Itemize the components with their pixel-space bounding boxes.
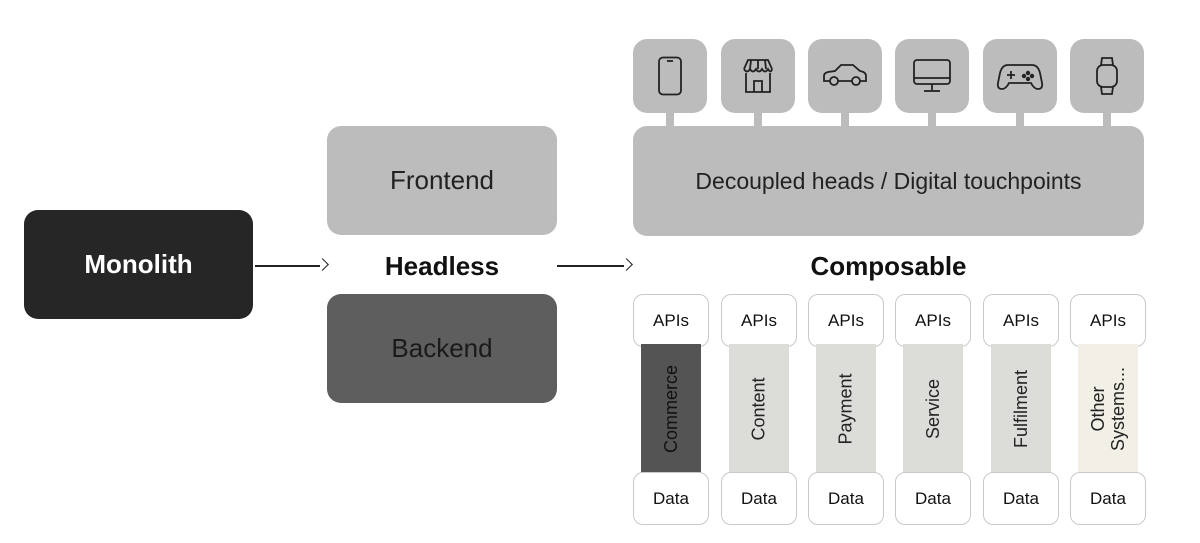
backend-box: Backend [327, 294, 557, 403]
apis-label: APIs [653, 310, 689, 330]
storefront-icon [721, 39, 795, 113]
apis-label: APIs [828, 310, 864, 330]
decoupled-heads-bar: Decoupled heads / Digital touchpoints [633, 126, 1144, 236]
composable-label: Composable [810, 251, 967, 281]
data-label: Data [1003, 488, 1039, 508]
service-pillar-content: Content [729, 344, 789, 474]
device-connector [754, 112, 762, 128]
arrow-to-headless [255, 258, 329, 273]
service-pillar-commerce: Commerce [641, 344, 701, 474]
smartwatch-icon [1070, 39, 1144, 113]
data-box: Data [895, 472, 971, 525]
device-connector [1103, 112, 1111, 128]
phone-icon [633, 39, 707, 113]
data-label: Data [828, 488, 864, 508]
service-pillar-fulfilment: Fulfilment [991, 344, 1051, 474]
data-label: Data [653, 488, 689, 508]
apis-box: APIs [1070, 294, 1146, 347]
service-pillar-payment: Payment [816, 344, 876, 474]
apis-box: APIs [633, 294, 709, 347]
data-label: Data [1090, 488, 1126, 508]
frontend-label: Frontend [389, 165, 495, 195]
backend-label: Backend [391, 333, 493, 363]
apis-box: APIs [721, 294, 797, 347]
decoupled-heads-label: Decoupled heads / Digital touchpoints [695, 167, 1082, 194]
monolith-box: Monolith [24, 210, 253, 319]
device-connector [928, 112, 936, 128]
headless-label: Headless [384, 251, 500, 281]
data-box: Data [808, 472, 884, 525]
data-label: Data [915, 488, 951, 508]
service-label: Content [749, 377, 770, 441]
device-connector [1016, 112, 1024, 128]
apis-box: APIs [895, 294, 971, 347]
data-box: Data [721, 472, 797, 525]
service-pillar-service: Service [903, 344, 963, 474]
car-icon [808, 39, 882, 113]
gamepad-icon [983, 39, 1057, 113]
service-label: Other Systems... [1088, 366, 1129, 452]
apis-label: APIs [915, 310, 951, 330]
apis-box: APIs [983, 294, 1059, 347]
apis-box: APIs [808, 294, 884, 347]
data-box: Data [1070, 472, 1146, 525]
service-label: Fulfilment [1011, 369, 1031, 449]
monitor-icon [895, 39, 969, 113]
monolith-label: Monolith [84, 249, 193, 279]
apis-label: APIs [1003, 310, 1039, 330]
service-label: Payment [836, 373, 857, 445]
data-box: Data [633, 472, 709, 525]
data-label: Data [741, 488, 777, 508]
device-connector [841, 112, 849, 128]
data-box: Data [983, 472, 1059, 525]
service-pillar-other-systems: Other Systems... [1078, 344, 1138, 474]
frontend-box: Frontend [327, 126, 557, 235]
arrow-to-composable [557, 258, 633, 273]
service-label: Service [923, 378, 943, 440]
device-connector [666, 112, 674, 128]
service-label: Commerce [661, 364, 682, 454]
apis-label: APIs [1090, 310, 1126, 330]
apis-label: APIs [741, 310, 777, 330]
